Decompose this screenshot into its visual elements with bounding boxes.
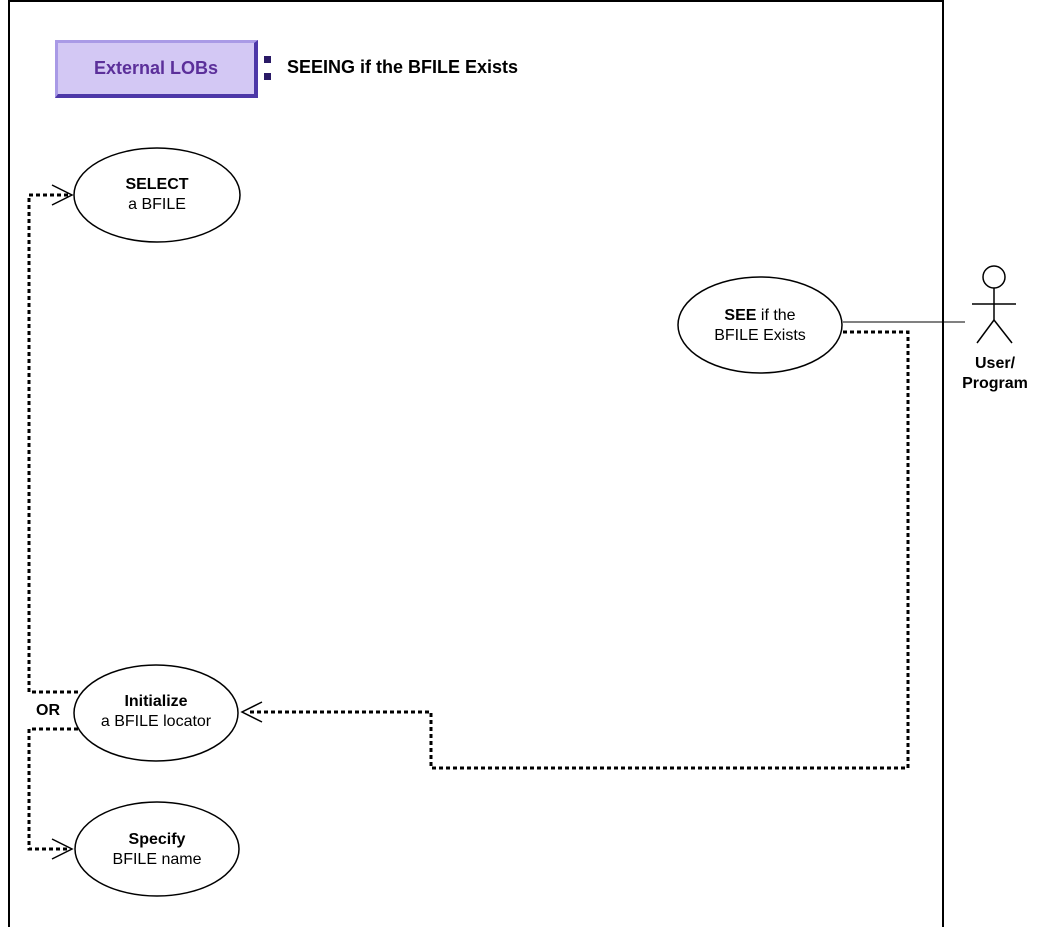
section-badge-label: External LOBs: [93, 58, 219, 78]
use-case-see[interactable]: SEE if the BFILE Exists: [680, 306, 840, 346]
use-case-select-bold: SELECT: [125, 176, 189, 193]
use-case-select-ellipse[interactable]: [73, 147, 241, 243]
use-case-see-ellipse[interactable]: [677, 276, 843, 374]
section-badge: External LOBs: [55, 40, 258, 98]
or-label: OR: [36, 702, 60, 719]
actor-label-line2: Program: [962, 375, 1028, 392]
arrowhead-initialize: [240, 701, 263, 723]
page-title: SEEING if the BFILE Exists: [287, 57, 519, 77]
use-case-specify-bold: Specify: [128, 831, 186, 848]
use-case-see-text: if the: [756, 307, 796, 324]
use-case-specify-text: BFILE name: [112, 851, 202, 868]
actor-label-line1: User/: [974, 355, 1016, 372]
arrowhead-select: [51, 184, 74, 206]
dependency-initialize-to-select: [27, 193, 78, 694]
use-case-select-text: a BFILE: [128, 196, 186, 213]
dependency-see-to-initialize: [248, 330, 910, 770]
use-case-specify[interactable]: Specify BFILE name: [77, 830, 237, 870]
use-case-initialize-bold: Initialize: [124, 693, 188, 710]
diagram-frame: [8, 0, 944, 927]
arrowhead-specify: [51, 838, 74, 860]
dependency-initialize-to-specify: [27, 727, 78, 851]
use-case-select[interactable]: SELECT a BFILE: [77, 175, 237, 215]
use-case-see-text-line2: BFILE Exists: [714, 327, 806, 344]
title-separator: [264, 53, 272, 85]
use-case-initialize[interactable]: Initialize a BFILE locator: [71, 692, 241, 732]
actor-label: User/ Program: [950, 354, 1040, 394]
use-case-initialize-text: a BFILE locator: [100, 713, 212, 730]
use-case-see-bold: SEE: [724, 307, 757, 324]
use-case-specify-ellipse[interactable]: [74, 801, 240, 897]
use-case-initialize-ellipse[interactable]: [73, 664, 239, 762]
actor-icon: [972, 265, 1016, 344]
